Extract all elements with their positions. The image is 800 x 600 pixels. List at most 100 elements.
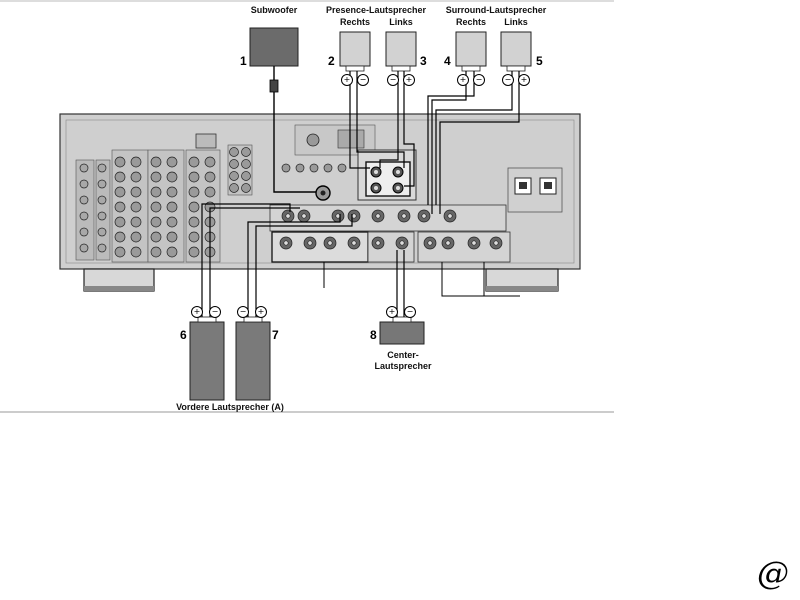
presence-right-plus-marker: + (341, 74, 353, 86)
presence-terminals (370, 166, 404, 194)
rca-jack (241, 147, 251, 157)
surround-right-label: Rechts (455, 17, 486, 27)
speaker-terminal-pin (327, 240, 333, 246)
rca-jack (166, 171, 178, 183)
speaker-terminal-pin (493, 240, 499, 246)
rca-jack (130, 186, 142, 198)
speaker-terminal-pin (401, 213, 407, 219)
receiver-foot-left-shadow (84, 286, 154, 291)
rca-jack (229, 183, 239, 193)
rca-jack (229, 147, 239, 157)
rca-jack (188, 156, 200, 168)
speaker-terminal-pin (399, 240, 405, 246)
subwoofer-label: Subwoofer (250, 5, 298, 15)
front-left-box (235, 321, 271, 401)
rca-jack (97, 163, 107, 173)
rca-jack (114, 171, 126, 183)
subwoofer-output-jack-pin (320, 190, 326, 196)
presence-cables (349, 71, 415, 187)
rca-jack (130, 201, 142, 213)
rca-jack (241, 171, 251, 181)
rca-jack (114, 246, 126, 258)
rca-jack (323, 163, 333, 173)
presence-right-label: Rechts (339, 17, 370, 27)
rca-jack (150, 171, 162, 183)
rca-jack (204, 186, 216, 198)
rca-jack (97, 243, 107, 253)
rca-jack (114, 156, 126, 168)
speaker-terminal-pin (445, 240, 451, 246)
rca-jack (188, 171, 200, 183)
rca-jack (241, 183, 251, 193)
rca-jack (114, 201, 126, 213)
front-speakers-label: Vordere Lautsprecher (A) (176, 402, 284, 412)
rca-jack (188, 231, 200, 243)
front-right-box (189, 321, 225, 401)
rca-jack (79, 211, 89, 221)
front-left-plus-marker: + (255, 306, 267, 318)
receiver-inner-border (65, 119, 575, 264)
speaker-terminal-pin (447, 213, 453, 219)
surround-left-label: Links (504, 17, 528, 27)
surround-left-box (500, 31, 532, 67)
rca-jack (79, 195, 89, 205)
presence-right-minus-marker: − (357, 74, 369, 86)
rca-jack (241, 159, 251, 169)
rca-jack (130, 231, 142, 243)
number-4: 4 (444, 54, 451, 68)
rca-jack (295, 163, 305, 173)
rca-jack (166, 246, 178, 258)
rca-jack (309, 163, 319, 173)
rca-jack (188, 201, 200, 213)
surround-right-box (455, 31, 487, 67)
rca-jack (166, 201, 178, 213)
center-cable (396, 250, 405, 317)
surround-right-plus-marker: + (457, 74, 469, 86)
speaker-terminal-pin (351, 240, 357, 246)
speaker-terminal-pin (375, 213, 381, 219)
rca-jack (79, 243, 89, 253)
rca-jack (166, 231, 178, 243)
speaker-terminal-pin (307, 240, 313, 246)
surround-right-minus-marker: − (473, 74, 485, 86)
rca-jack (150, 246, 162, 258)
speaker-terminal-pin (301, 213, 307, 219)
front-right-plus-marker: + (191, 306, 203, 318)
rca-jack (150, 216, 162, 228)
surround-left-minus-marker: − (502, 74, 514, 86)
speaker-terminal-pin (375, 240, 381, 246)
number-7: 7 (272, 328, 279, 342)
speaker-terminal-stubs (197, 65, 526, 323)
front-cables (201, 203, 353, 317)
rca-jack (204, 156, 216, 168)
rca-jack (150, 231, 162, 243)
rca-jack (188, 246, 200, 258)
center-label-line1: Center- (387, 350, 419, 360)
rca-jack (130, 216, 142, 228)
speaker-terminals (279, 209, 503, 250)
power-outlet-2-slot (544, 182, 552, 189)
rca-jack (281, 163, 291, 173)
number-6: 6 (180, 328, 187, 342)
number-5: 5 (536, 54, 543, 68)
speaker-terminal-pin (471, 240, 477, 246)
presence-title-label: Presence-Lautsprecher (325, 5, 427, 15)
rca-jack (97, 195, 107, 205)
number-1: 1 (240, 54, 247, 68)
rca-jack (97, 211, 107, 221)
front-left-minus-marker: − (237, 306, 249, 318)
rca-jack (79, 179, 89, 189)
number-3: 3 (420, 54, 427, 68)
rca-jack (204, 171, 216, 183)
rca-jack (150, 156, 162, 168)
subwoofer-box (249, 27, 299, 67)
rca-jack (114, 231, 126, 243)
surround-left-plus-marker: + (518, 74, 530, 86)
center-label-line2: Lautsprecher (374, 361, 432, 371)
speaker-terminal-pin (427, 240, 433, 246)
presence-left-minus-marker: − (387, 74, 399, 86)
rca-jack (166, 216, 178, 228)
presence-left-label: Links (389, 17, 413, 27)
rca-jack (188, 186, 200, 198)
